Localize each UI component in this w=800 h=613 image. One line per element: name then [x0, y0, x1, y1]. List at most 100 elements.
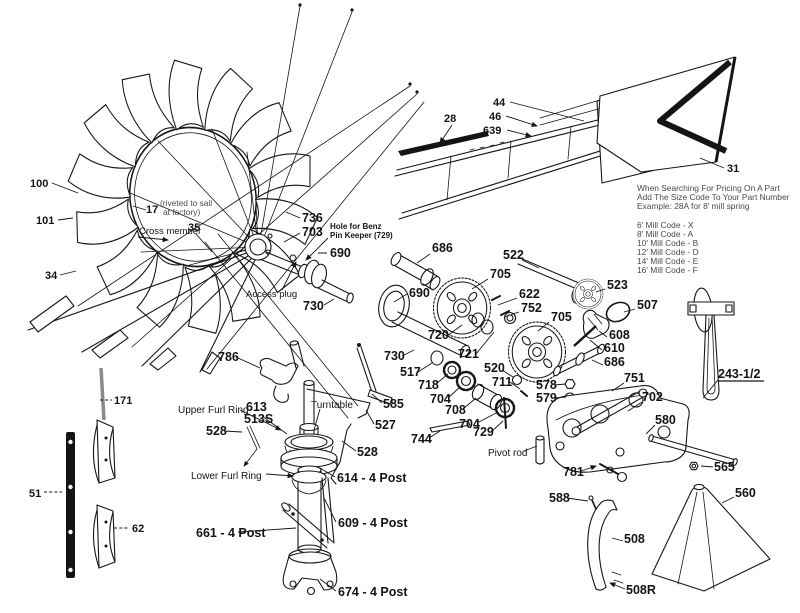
- label-cross-member: Cross member: [139, 226, 201, 237]
- label-708: 708: [445, 403, 466, 417]
- label-pivot-rod: Pivot rod: [488, 448, 527, 459]
- pin-729: [503, 397, 507, 429]
- label-614: 614 - 4 Post: [337, 471, 407, 485]
- mill-code-10: 10' Mill Code - B: [637, 238, 699, 248]
- label-729: 729: [473, 425, 494, 439]
- label-786: 786: [218, 350, 239, 364]
- label-622: 622: [519, 287, 540, 301]
- label-upper-furl-ring: Upper Furl Ring: [178, 405, 249, 416]
- label-lower-furl-ring: Lower Furl Ring: [191, 471, 262, 482]
- label-507: 507: [637, 298, 658, 312]
- rod-580: [648, 434, 738, 466]
- label-752: 752: [521, 301, 542, 315]
- rod-171: [99, 367, 106, 421]
- label-access-plug: Access plug: [246, 289, 297, 300]
- pump-pole-609: [321, 477, 335, 544]
- gear-523: [571, 278, 604, 310]
- nut-565: [689, 461, 699, 471]
- washer-520: [511, 374, 523, 386]
- callout-labels: 100 101 17 (riveted to sail at factory) …: [29, 97, 760, 599]
- label-711: 711: [492, 375, 512, 389]
- label-578: 578: [536, 378, 557, 392]
- shaft-686-upper: [390, 252, 441, 291]
- label-690-hub: 690: [330, 246, 351, 260]
- collar-752: [503, 311, 517, 325]
- label-528-b: 528: [357, 445, 378, 459]
- label-702: 702: [642, 390, 663, 404]
- label-243-half: 243-1/2: [718, 367, 760, 381]
- mill-code-6: 6' Mill Code - X: [637, 220, 694, 230]
- leader-lines: [44, 101, 764, 592]
- label-riveted-1: (riveted to sail: [160, 198, 212, 208]
- mill-code-16: 16' Mill Code - F: [637, 265, 698, 275]
- label-hole-2: Pin Keeper (729): [330, 231, 393, 240]
- pinion-704a: [455, 370, 477, 392]
- label-751: 751: [624, 371, 645, 385]
- label-520: 520: [484, 361, 505, 375]
- label-508r: 508R: [626, 583, 656, 597]
- label-46: 46: [489, 111, 501, 123]
- motor-housing-702: [546, 385, 690, 473]
- screw-588: [588, 495, 597, 510]
- label-718: 718: [418, 378, 439, 392]
- wheel-assembly: [27, 3, 425, 419]
- nut-578: [564, 379, 576, 389]
- bolt-781: [599, 463, 628, 483]
- rod-528-right: [330, 423, 352, 485]
- label-744: 744: [411, 432, 432, 446]
- label-560: 560: [735, 486, 756, 500]
- label-17: 17: [146, 204, 158, 216]
- sail-section-62: [92, 504, 116, 569]
- tube-508: [587, 499, 624, 591]
- label-527: 527: [375, 418, 396, 432]
- label-100: 100: [30, 178, 48, 190]
- label-riveted-2: at factory): [163, 207, 200, 217]
- pin-711: [520, 390, 528, 397]
- brace-661: [281, 502, 334, 549]
- label-705-a: 705: [490, 267, 511, 281]
- label-639: 639: [483, 125, 501, 137]
- label-686-a: 686: [432, 241, 453, 255]
- label-613: 613: [246, 400, 267, 414]
- label-610: 610: [604, 341, 625, 355]
- shaft-686-lower: [553, 343, 605, 377]
- label-579: 579: [536, 391, 557, 405]
- arm-751: [571, 388, 648, 436]
- label-674: 674 - 4 Post: [338, 585, 408, 599]
- rod-527: [306, 388, 371, 419]
- pricing-line-3: Example: 28A for 8' mill spring: [637, 201, 750, 211]
- bolt-610: [573, 325, 597, 347]
- label-35: 35: [188, 222, 200, 234]
- wire-528-left: [243, 425, 261, 467]
- label-28: 28: [444, 113, 456, 125]
- label-690-b: 690: [409, 286, 430, 300]
- label-517: 517: [400, 365, 421, 379]
- label-34: 34: [45, 270, 58, 282]
- furl-lever-786: [259, 340, 305, 403]
- spring-243-half: [687, 287, 735, 401]
- mill-code-8: 8' Mill Code - A: [637, 229, 693, 239]
- label-522: 522: [503, 248, 524, 262]
- label-730-b: 730: [384, 349, 405, 363]
- wheel-guide-wires: [77, 3, 425, 419]
- lever-585: [356, 343, 393, 405]
- turntable-part: [280, 448, 338, 476]
- label-686-b: 686: [604, 355, 625, 369]
- base-casting-674: [282, 548, 338, 596]
- label-hole-1: Hole for Benz: [330, 222, 382, 231]
- label-565: 565: [714, 460, 735, 474]
- label-62: 62: [132, 523, 144, 535]
- shaft-730-gears: [391, 311, 471, 358]
- spring-blade-28: [398, 131, 489, 156]
- lower-furl-ring-part: [291, 470, 327, 484]
- small-parts-pinions: [430, 350, 528, 429]
- left-spare-parts: [66, 367, 116, 578]
- vane-plate: [596, 56, 737, 173]
- label-703: 703: [302, 225, 323, 239]
- label-608: 608: [609, 328, 630, 342]
- hub-spool-690b: [378, 284, 410, 328]
- sail-section-171: [92, 419, 116, 484]
- bar-744: [429, 420, 471, 433]
- label-580: 580: [655, 413, 676, 427]
